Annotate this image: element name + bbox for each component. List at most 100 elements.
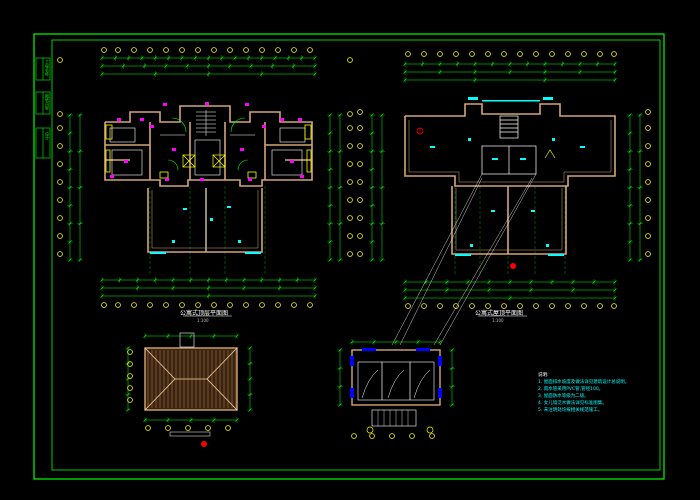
axis-bubble-icon [645, 215, 651, 221]
axis-bubble-icon [469, 51, 475, 57]
roof-section-mark [201, 441, 207, 447]
axis-bubble-icon [357, 109, 363, 115]
door-tag [240, 148, 244, 151]
left-plan-door-swings [167, 117, 249, 171]
axis-bubble-icon [57, 143, 63, 149]
axis-bubble-icon [533, 303, 539, 309]
axis-bubble-icon [195, 47, 201, 53]
axis-bubble-icon [347, 125, 353, 131]
axis-bubble-icon [645, 251, 651, 257]
machine-room-window-bars [350, 348, 442, 398]
axis-bubble-icon [347, 179, 353, 185]
axis-bubble-icon [549, 51, 555, 57]
axis-bubble-icon [347, 111, 353, 117]
axis-bubble-icon [645, 109, 651, 115]
axis-bubble-icon [211, 302, 217, 308]
right-plan-core [481, 115, 537, 175]
axis-bubble-icon [165, 425, 171, 431]
axis-bubble-icon [347, 161, 353, 167]
axis-bubble-icon [57, 197, 63, 203]
axis-bubble-icon [115, 47, 121, 53]
axis-bubble-icon [645, 143, 651, 149]
right-plan-room-tags [430, 138, 585, 256]
axis-bubble-icon [645, 179, 651, 185]
inner-frame [51, 39, 661, 471]
left-plan-partitions [109, 127, 306, 176]
right-plan-inner-walls [408, 120, 612, 251]
axis-bubble-icon [131, 302, 137, 308]
axis-bubble-icon [115, 302, 121, 308]
axis-bubble-icon [211, 47, 217, 53]
door-tag [200, 178, 204, 181]
axis-bubble-icon [101, 47, 107, 53]
left-plan-lower-walls [147, 188, 263, 253]
axis-bubble-icon [57, 161, 63, 167]
axis-bubble-icon [145, 425, 151, 431]
outer-frame [33, 33, 665, 480]
machine-room-stair-treads [377, 410, 409, 426]
door-tag [205, 102, 209, 105]
axis-bubble-icon [57, 57, 63, 63]
axis-bubble-icon [347, 143, 353, 149]
left-plan-doors [110, 102, 304, 181]
door-tag [290, 160, 294, 163]
door-tag [150, 125, 154, 128]
axis-bubble-icon [469, 303, 475, 309]
axis-bubble-icon [347, 197, 353, 203]
projection-lines [391, 173, 537, 346]
right-plan-caption: 公寓式屋顶平面图 [475, 310, 524, 317]
axis-bubble-icon [517, 51, 523, 57]
door-tag [124, 160, 128, 163]
axis-bubble-icon [163, 47, 169, 53]
left-plan-stair [196, 110, 216, 136]
notes-title: 说明: [538, 373, 549, 378]
axis-bubble-icon [453, 51, 459, 57]
title-block-cell: 设计 [45, 132, 50, 140]
right-plan-window-bars [468, 97, 553, 102]
axis-bubble-icon [57, 215, 63, 221]
machine-room-plan [350, 348, 442, 434]
axis-bubble-icon [243, 47, 249, 53]
axis-bubble-icon [485, 51, 491, 57]
door-tag [163, 103, 167, 106]
axis-bubble-icon [57, 233, 63, 239]
door-tag [248, 178, 252, 181]
axis-bubble-icon [437, 303, 443, 309]
axis-bubble-icon [357, 251, 363, 257]
axis-bubble-icon [611, 303, 617, 309]
axis-bubble-icon [357, 125, 363, 131]
axis-bubble-icon [57, 125, 63, 131]
axis-bubble-icon [195, 302, 201, 308]
roof-hip-lines [144, 347, 238, 411]
axis-bubble-icon [259, 47, 265, 53]
axis-bubble-icon [179, 47, 185, 53]
axis-bubble-icon [291, 47, 297, 53]
axis-bubble-icon [389, 433, 395, 439]
left-plan-fixtures [105, 124, 312, 179]
axis-bubble-icon [347, 251, 353, 257]
axis-bubble-icon [565, 303, 571, 309]
axis-bubble-icon [291, 302, 297, 308]
axis-bubble-icon [307, 47, 313, 53]
elevator-x-icon [182, 154, 226, 168]
door-tag [245, 103, 249, 106]
left-plan-caption: 公寓式顶层平面图 [180, 310, 229, 317]
door-tag [117, 118, 121, 121]
axis-bubble-icon [147, 47, 153, 53]
axis-bubble-icon [347, 233, 353, 239]
axis-bubble-icon [645, 125, 651, 131]
axis-bubble-icon [357, 233, 363, 239]
axis-bubble-icon [501, 303, 507, 309]
door-tag [280, 118, 284, 121]
axis-bubble-icon [243, 302, 249, 308]
left-plan-room-tags [150, 206, 261, 254]
axis-bubble-icon [611, 51, 617, 57]
axis-bubble-icon [127, 385, 133, 391]
axis-bubble-icon [307, 302, 313, 308]
right-plan-walls [404, 103, 616, 255]
roof-ridge-cap [179, 332, 195, 348]
axis-bubble-icon [645, 197, 651, 203]
axis-bubble-icon [533, 51, 539, 57]
axis-layer [57, 47, 651, 439]
title-block-cell: 图纸内容 [45, 94, 50, 110]
